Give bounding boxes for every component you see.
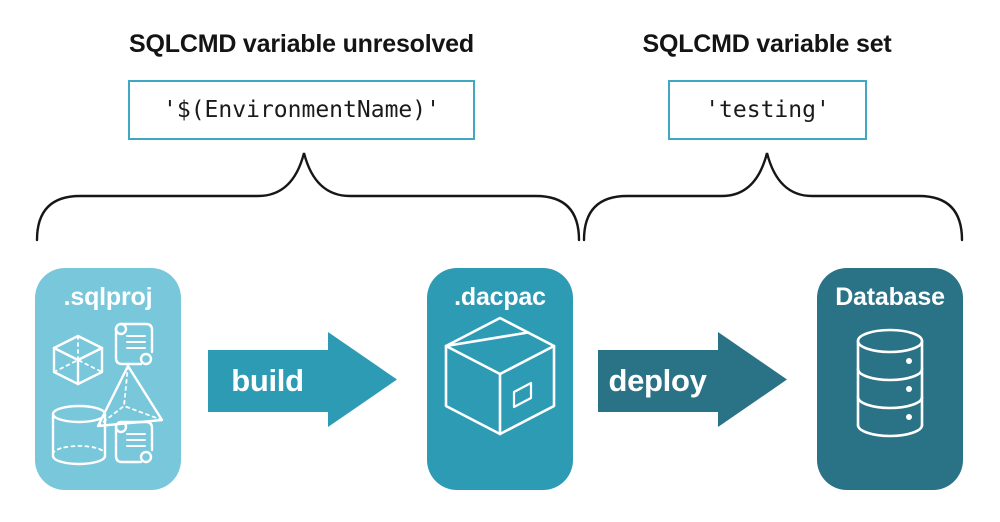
node-dacpac-label: .dacpac	[454, 283, 546, 311]
node-database-label: Database	[835, 283, 945, 311]
pyramid-icon	[96, 364, 164, 428]
code-box-environment-name: '$(EnvironmentName)'	[128, 80, 475, 140]
code-environment-name: '$(EnvironmentName)'	[163, 97, 440, 123]
cylinder-icon	[51, 404, 107, 466]
right-brace	[582, 152, 964, 242]
node-database: Database	[817, 268, 963, 490]
deploy-arrow	[598, 332, 787, 427]
heading-variable-unresolved: SQLCMD variable unresolved	[129, 30, 474, 58]
cube-icon	[52, 334, 104, 386]
code-box-testing: 'testing'	[668, 80, 867, 140]
build-arrow-label: build	[231, 363, 304, 398]
database-icon	[856, 328, 924, 438]
left-brace	[35, 152, 581, 242]
node-sqlproj-label: .sqlproj	[63, 283, 153, 311]
brace-group	[35, 152, 964, 242]
code-testing: 'testing'	[705, 97, 830, 123]
sql-objects-icon	[51, 322, 164, 466]
script-scroll-icon	[114, 420, 154, 464]
node-dacpac: .dacpac	[427, 268, 573, 490]
script-scroll-icon	[114, 322, 154, 366]
build-arrow	[208, 332, 397, 427]
heading-variable-set: SQLCMD variable set	[642, 30, 892, 58]
node-sqlproj: .sqlproj	[35, 268, 181, 490]
package-icon	[444, 316, 556, 436]
deploy-arrow-label: deploy	[608, 363, 707, 398]
